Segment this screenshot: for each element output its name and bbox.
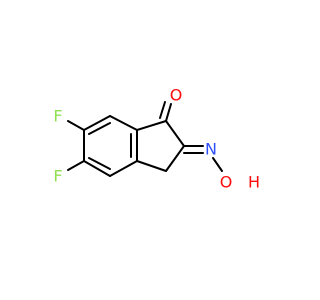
- molecule-diagram: O N O H F F: [53, 86, 260, 192]
- atom-label-hydrogen: H: [248, 173, 260, 192]
- atom-label-fluorine-top: F: [53, 107, 62, 126]
- bond-c1-c2: [165, 120, 185, 147]
- atom-label-oxygen-hydroxyl: O: [220, 173, 233, 192]
- molecule-structure: O N O H F F: [53, 86, 260, 192]
- bond-c1-o-a: [165, 103, 172, 122]
- bond-c5-f: [67, 160, 85, 171]
- atom-label-nitrogen: N: [205, 140, 217, 159]
- bond-c4-c3a: [109, 160, 138, 177]
- bond-group: [67, 101, 223, 177]
- bond-c3-c3a: [136, 160, 167, 172]
- bond-inner-c5-c4: [88, 157, 111, 170]
- bond-c2-c3: [165, 145, 185, 172]
- bond-c5-c4: [83, 160, 111, 177]
- bond-c7a-c1: [136, 120, 167, 131]
- atom-label-fluorine-bottom: F: [53, 167, 62, 186]
- bond-c7a-c7: [109, 115, 138, 131]
- bond-n-o: [212, 157, 223, 172]
- atom-label-oxygen-ketone: O: [170, 86, 183, 105]
- bond-c1-o-b: [159, 101, 166, 119]
- bond-inner-c7-c6: [88, 122, 111, 135]
- bond-c6-f: [67, 120, 85, 131]
- bond-c7-c6: [83, 115, 111, 131]
